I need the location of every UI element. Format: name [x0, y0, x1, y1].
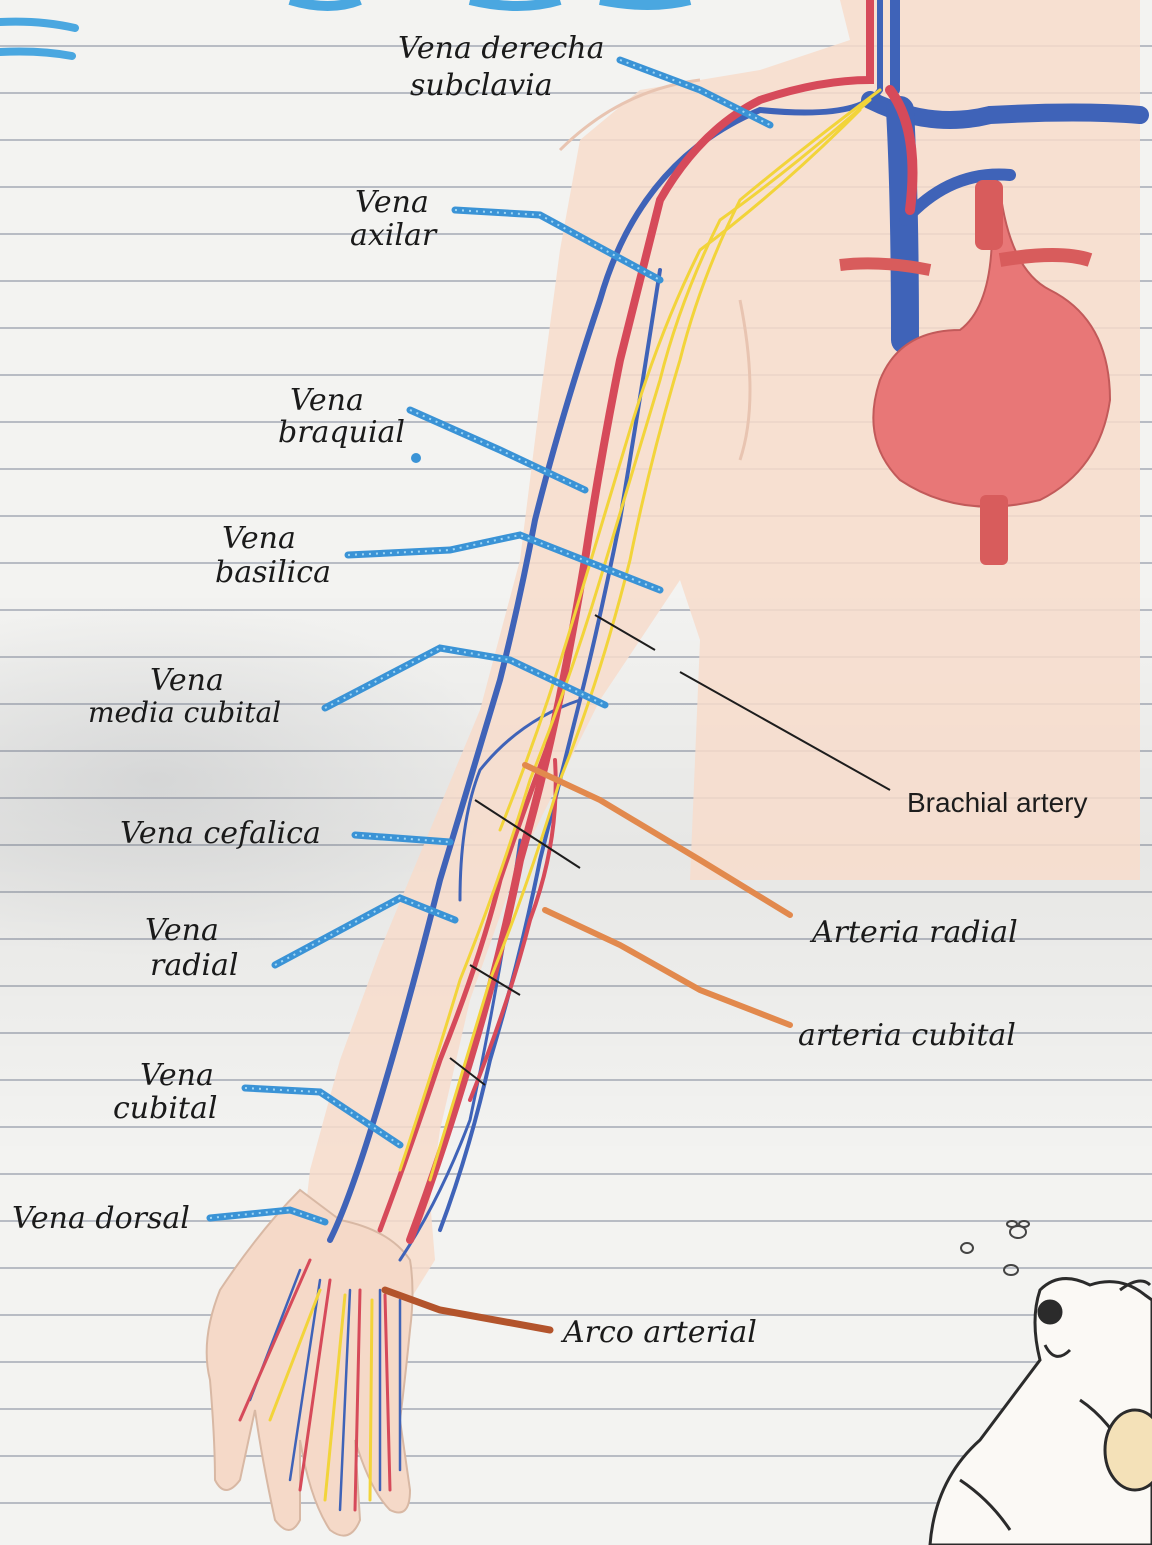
label-vena-axilar-line1: Vena	[355, 185, 429, 220]
label-vena-axilar-line2: axilar	[350, 218, 438, 253]
label-vena-cubital-line2: cubital	[113, 1091, 217, 1126]
label-arco-arterial: Arco arterial	[560, 1315, 757, 1350]
label-brachial-artery: Brachial artery	[907, 787, 1088, 818]
label-vena-dorsal: Vena dorsal	[12, 1201, 190, 1236]
label-vena-basilica-line2: basilica	[215, 555, 331, 590]
label-arteria-radial: Arteria radial	[809, 915, 1018, 950]
label-vena-media-cubital-line2: media cubital	[88, 696, 281, 729]
winnie-the-pooh-sticker-icon	[930, 1279, 1152, 1545]
label-vena-media-cubital-line1: Vena	[150, 663, 224, 698]
bee-icon	[961, 1221, 1029, 1275]
label-arteria-cubital: arteria cubital	[798, 1018, 1016, 1053]
label-vena-cubital-line1: Vena	[140, 1058, 214, 1093]
label-vena-cefalica: Vena cefalica	[120, 816, 321, 851]
label-vena-braquial-line2: braquial	[278, 415, 405, 450]
label-vena-derecha-subclavia-line2: subclavia	[410, 68, 553, 103]
label-vena-braquial-line1: Vena	[290, 383, 364, 418]
label-vena-radial-line2: radial	[150, 948, 239, 983]
label-vena-derecha-subclavia-line1: Vena derecha	[398, 31, 604, 66]
label-vena-basilica-line1: Vena	[222, 521, 296, 556]
label-vena-radial-line1: Vena	[145, 913, 219, 948]
hand-illustration	[207, 1190, 413, 1536]
